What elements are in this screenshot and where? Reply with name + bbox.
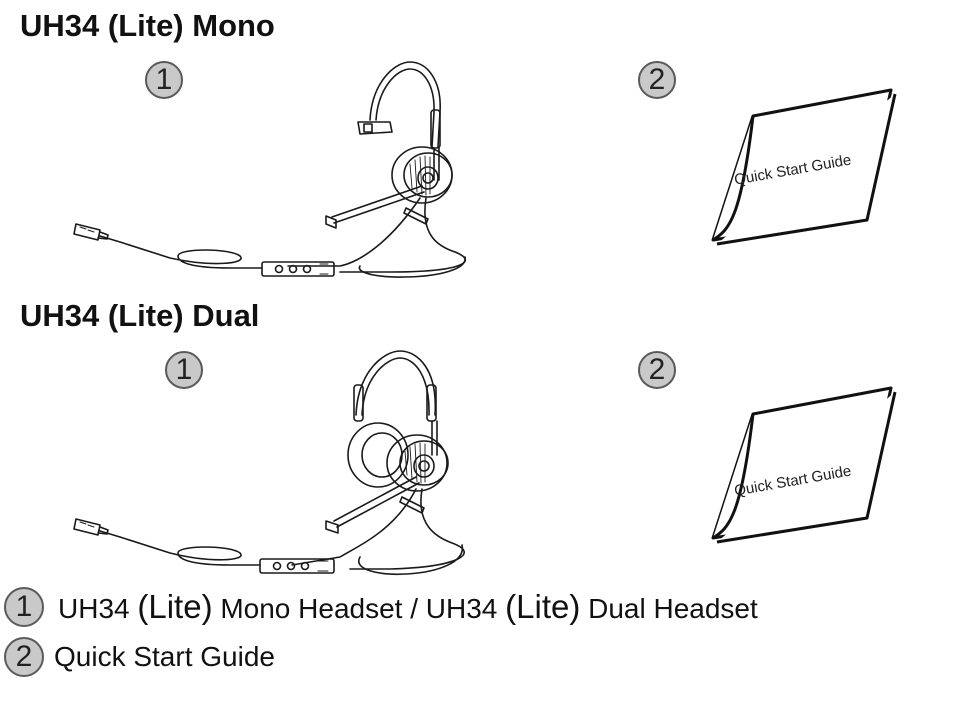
dual-headset-icon (73, 350, 465, 576)
legend-text-part: Dual Headset (580, 593, 758, 624)
item-number-badge: 1 (145, 61, 183, 99)
legend-item-headset: 1 UH34 (Lite) Mono Headset / UH34 (Lite)… (4, 587, 758, 627)
legend-text-headset: UH34 (Lite) Mono Headset / UH34 (Lite) D… (58, 588, 758, 626)
item-number-badge: 1 (165, 351, 203, 389)
legend-number-badge: 2 (4, 637, 44, 677)
quick-start-guide-booklet-icon (711, 88, 897, 246)
legend-text-part: (Lite) (505, 588, 581, 625)
legend-text-part: (Lite) (137, 588, 213, 625)
legend-text-part: Mono Headset / UH34 (212, 593, 506, 624)
legend-text-guide: Quick Start Guide (54, 641, 275, 672)
quick-start-guide-booklet-icon (711, 386, 897, 544)
section-title-mono: UH34 (Lite) Mono (20, 8, 275, 43)
legend-item-guide: 2 Quick Start Guide (4, 637, 275, 677)
legend-number-badge: 1 (4, 587, 44, 627)
mono-headset-icon (73, 61, 467, 278)
legend-text-part: UH34 (58, 593, 138, 624)
item-number-badge: 2 (638, 61, 676, 99)
section-title-dual: UH34 (Lite) Dual (20, 298, 260, 333)
item-number-badge: 2 (638, 351, 676, 389)
